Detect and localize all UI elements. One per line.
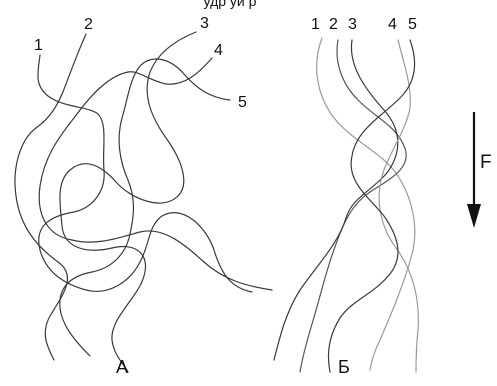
panel-b-num-4: 4 [388, 16, 397, 33]
panel-b-num-1: 1 [311, 16, 320, 33]
panel-a [15, 32, 272, 372]
panel-b-num-2: 2 [329, 16, 338, 33]
force-arrow-head [467, 204, 481, 228]
panel-b-labels: 1 2 3 4 5 [311, 16, 417, 33]
panel-a-num-5: 5 [238, 94, 247, 111]
panel-b-chain-4 [379, 40, 418, 372]
panel-b-chain-2 [300, 40, 406, 372]
force-label: F [480, 152, 492, 173]
panel-a-chain-1 [38, 55, 252, 292]
panel-a-chain-3 [60, 32, 196, 372]
panel-b [274, 38, 418, 372]
panel-b-chain-5 [328, 40, 414, 372]
panel-a-num-3: 3 [200, 15, 209, 32]
force-arrow: F [467, 112, 492, 228]
panel-a-chain-4 [39, 58, 272, 290]
panel-b-num-5: 5 [408, 16, 417, 33]
panel-a-label: А [116, 357, 128, 377]
panel-a-chain-2 [15, 34, 86, 360]
panel-b-label: Б [338, 357, 350, 377]
panel-a-num-2: 2 [84, 16, 93, 33]
panel-a-num-1: 1 [34, 37, 43, 54]
top-caption-partial: удр уй р [204, 0, 257, 9]
panel-b-num-3: 3 [348, 16, 357, 33]
panel-a-num-4: 4 [214, 42, 223, 59]
